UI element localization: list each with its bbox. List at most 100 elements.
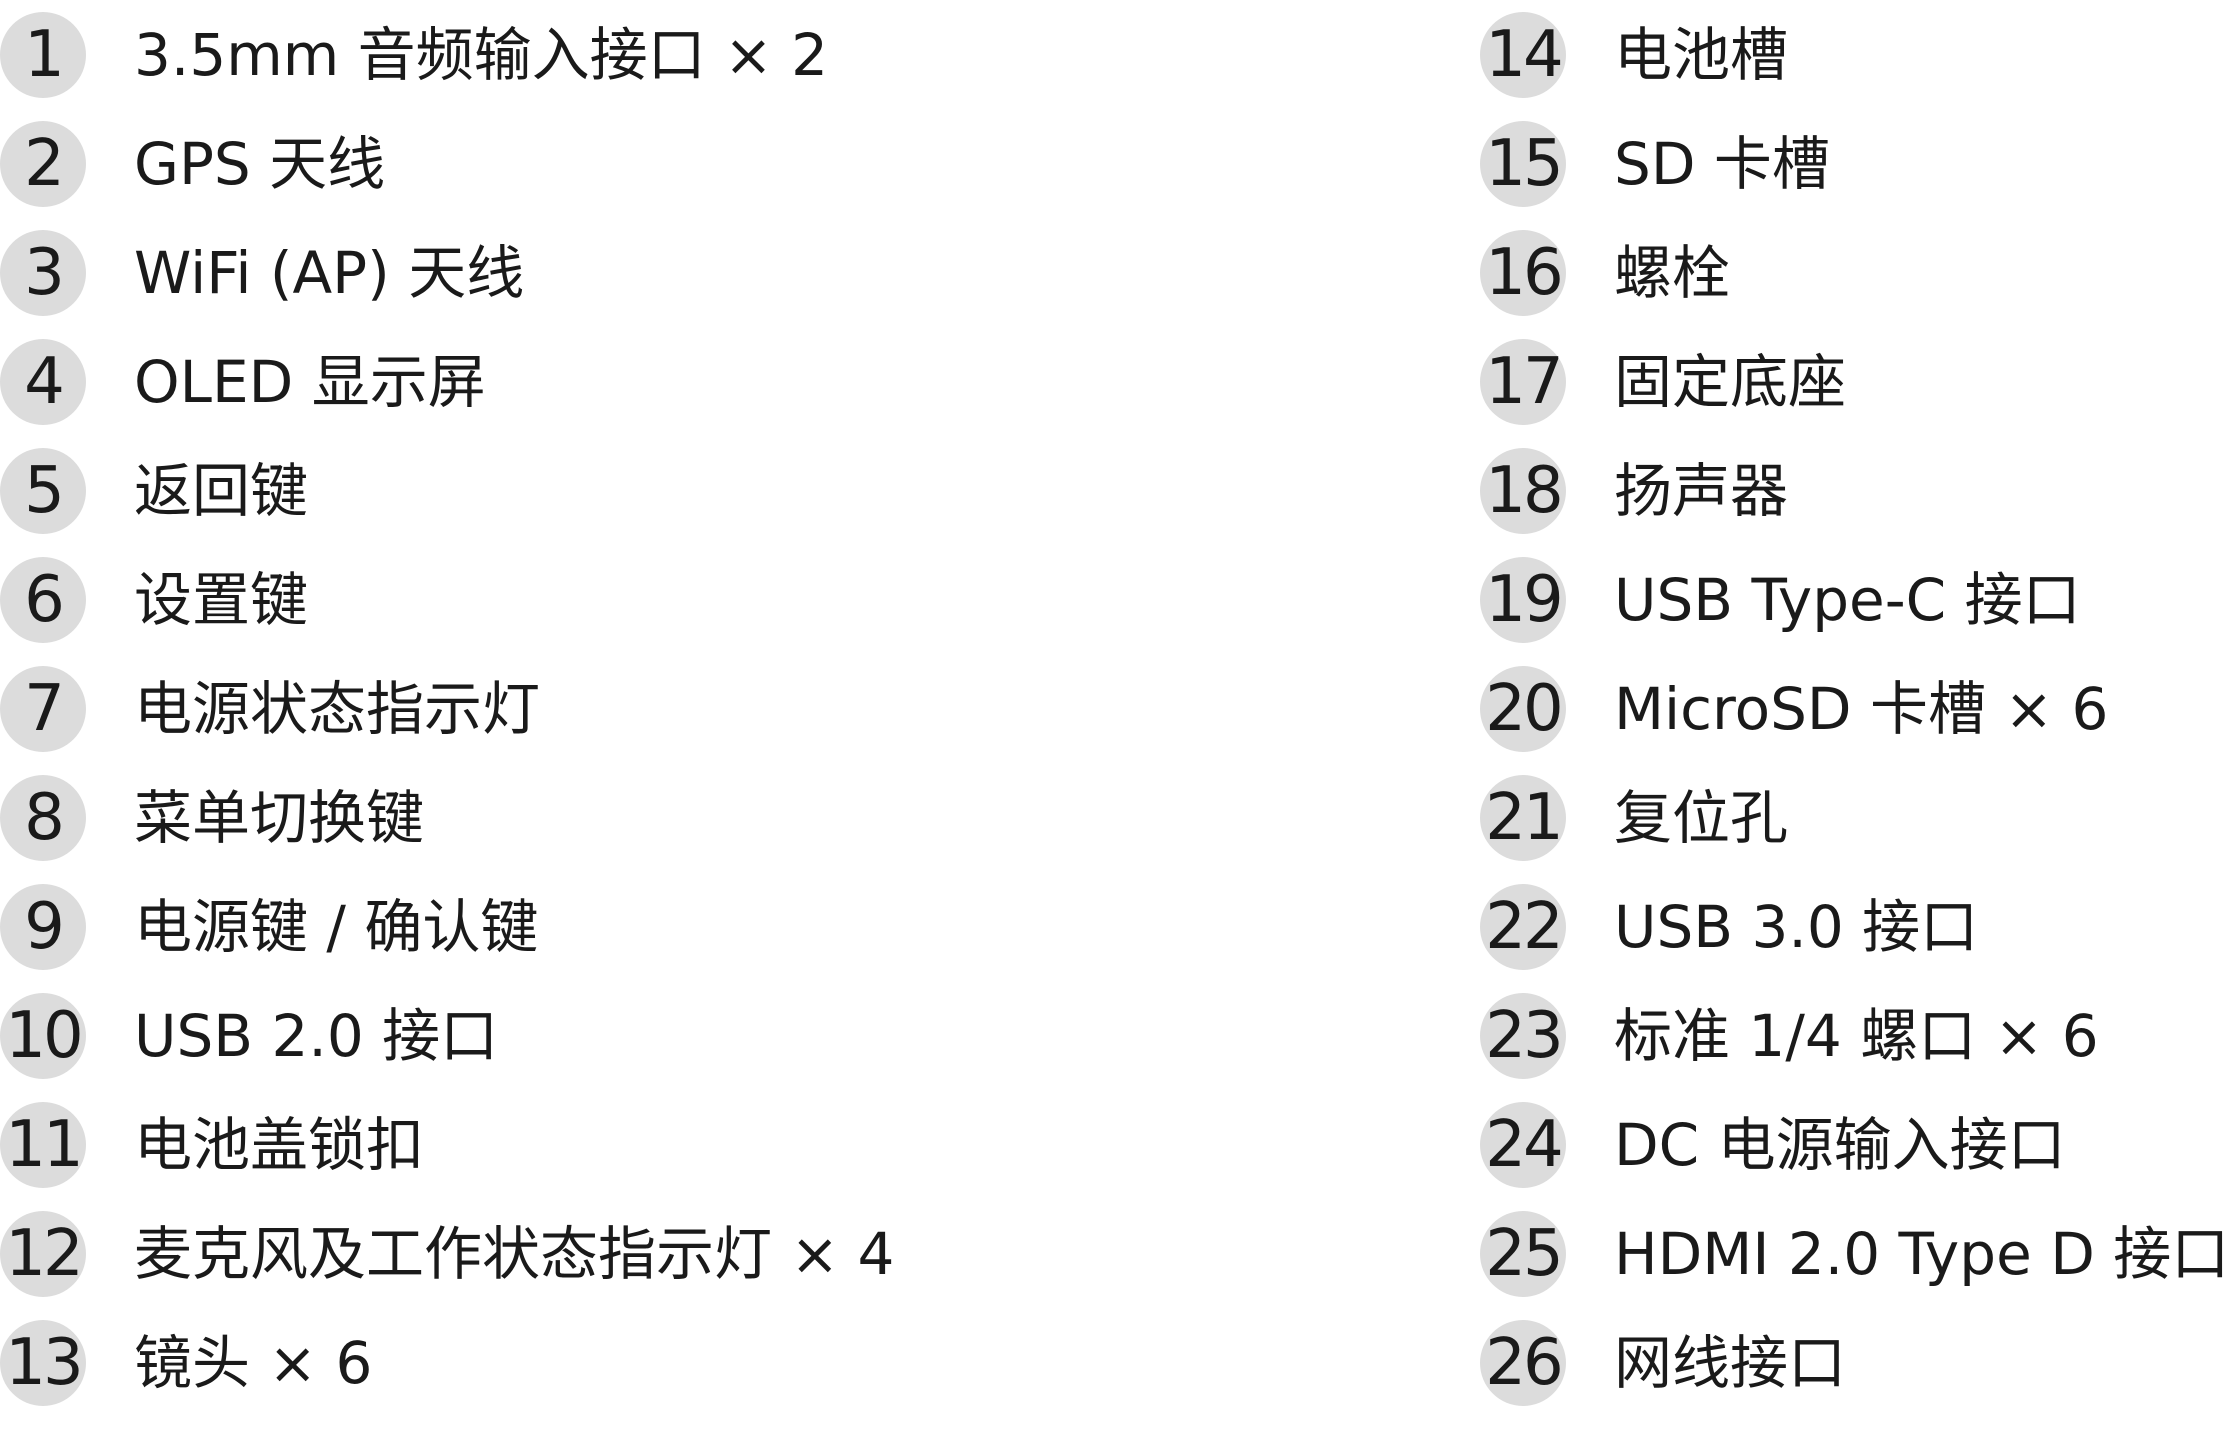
item-label: 麦克风及工作状态指示灯 × 4 [134, 1219, 895, 1288]
legend-item: 12 麦克风及工作状态指示灯 × 4 [0, 1199, 894, 1308]
number-badge: 7 [0, 665, 86, 752]
item-label: OLED 显示屏 [134, 347, 486, 416]
legend-column-left: 1 3.5mm 音频输入接口 × 2 2 GPS 天线 3 WiFi (AP) … [0, 0, 894, 1417]
item-number: 14 [1485, 17, 1563, 92]
number-badge: 11 [0, 1101, 86, 1188]
item-label: 电源状态指示灯 [134, 674, 541, 743]
item-label: 返回键 [134, 456, 309, 525]
item-label: 螺栓 [1614, 238, 1731, 307]
legend-item: 2 GPS 天线 [0, 109, 894, 218]
legend-item: 7 电源状态指示灯 [0, 654, 894, 763]
number-badge: 6 [0, 556, 86, 643]
item-label: 网线接口 [1614, 1328, 1847, 1397]
number-badge: 5 [0, 447, 86, 534]
legend-item: 24 DC 电源输入接口 [1480, 1090, 2229, 1199]
item-number: 10 [5, 998, 83, 1073]
number-badge: 22 [1480, 883, 1566, 970]
number-badge: 24 [1480, 1101, 1566, 1188]
item-number: 25 [1485, 1216, 1563, 1291]
legend-item: 22 USB 3.0 接口 [1480, 872, 2229, 981]
item-label: 镜头 × 6 [134, 1328, 373, 1397]
number-badge: 16 [1480, 229, 1566, 316]
number-badge: 23 [1480, 992, 1566, 1079]
item-number: 12 [5, 1216, 83, 1291]
number-badge: 1 [0, 11, 86, 98]
legend-item: 14 电池槽 [1480, 0, 2229, 109]
number-badge: 2 [0, 120, 86, 207]
item-label: GPS 天线 [134, 129, 386, 198]
item-label: 扬声器 [1614, 456, 1789, 525]
item-label: DC 电源输入接口 [1614, 1110, 2066, 1179]
item-label: 复位孔 [1614, 783, 1789, 852]
number-badge: 10 [0, 992, 86, 1079]
item-label: 电池槽 [1614, 20, 1789, 89]
number-badge: 25 [1480, 1210, 1566, 1297]
legend-item: 20 MicroSD 卡槽 × 6 [1480, 654, 2229, 763]
legend-item: 13 镜头 × 6 [0, 1308, 894, 1417]
item-number: 16 [1485, 235, 1563, 310]
item-number: 4 [24, 344, 65, 419]
item-number: 22 [1485, 889, 1563, 964]
legend-item: 8 菜单切换键 [0, 763, 894, 872]
number-badge: 8 [0, 774, 86, 861]
legend-item: 3 WiFi (AP) 天线 [0, 218, 894, 327]
item-label: 电源键 / 确认键 [134, 892, 539, 961]
item-number: 18 [1485, 453, 1563, 528]
number-badge: 9 [0, 883, 86, 970]
item-number: 19 [1485, 562, 1563, 637]
item-label: 标准 1/4 螺口 × 6 [1614, 1001, 2099, 1070]
item-label: 菜单切换键 [134, 783, 425, 852]
item-number: 17 [1485, 344, 1563, 419]
legend-item: 10 USB 2.0 接口 [0, 981, 894, 1090]
number-badge: 14 [1480, 11, 1566, 98]
item-number: 24 [1485, 1107, 1563, 1182]
item-number: 9 [24, 889, 65, 964]
item-label: SD 卡槽 [1614, 129, 1830, 198]
item-number: 11 [5, 1107, 83, 1182]
item-number: 20 [1485, 671, 1563, 746]
legend-item: 11 电池盖锁扣 [0, 1090, 894, 1199]
item-label: MicroSD 卡槽 × 6 [1614, 674, 2109, 743]
item-number: 15 [1485, 126, 1563, 201]
legend-item: 17 固定底座 [1480, 327, 2229, 436]
legend-item: 16 螺栓 [1480, 218, 2229, 327]
legend-column-right: 14 电池槽 15 SD 卡槽 16 螺栓 17 固定底座 18 扬声器 19 … [1480, 0, 2229, 1417]
legend-item: 21 复位孔 [1480, 763, 2229, 872]
item-number: 23 [1485, 998, 1563, 1073]
item-number: 26 [1485, 1325, 1563, 1400]
item-label: USB 2.0 接口 [134, 1001, 499, 1070]
item-number: 21 [1485, 780, 1563, 855]
number-badge: 15 [1480, 120, 1566, 207]
legend-item: 18 扬声器 [1480, 436, 2229, 545]
legend-item: 15 SD 卡槽 [1480, 109, 2229, 218]
item-number: 2 [24, 126, 65, 201]
legend-item: 5 返回键 [0, 436, 894, 545]
legend-item: 1 3.5mm 音频输入接口 × 2 [0, 0, 894, 109]
number-badge: 26 [1480, 1319, 1566, 1406]
number-badge: 17 [1480, 338, 1566, 425]
item-label: USB Type-C 接口 [1614, 565, 2081, 634]
item-number: 1 [24, 17, 65, 92]
item-label: WiFi (AP) 天线 [134, 238, 525, 307]
number-badge: 4 [0, 338, 86, 425]
number-badge: 19 [1480, 556, 1566, 643]
item-number: 6 [24, 562, 65, 637]
number-badge: 20 [1480, 665, 1566, 752]
item-number: 7 [24, 671, 65, 746]
legend-item: 25 HDMI 2.0 Type D 接口 [1480, 1199, 2229, 1308]
number-badge: 12 [0, 1210, 86, 1297]
item-number: 13 [5, 1325, 83, 1400]
legend-item: 23 标准 1/4 螺口 × 6 [1480, 981, 2229, 1090]
number-badge: 18 [1480, 447, 1566, 534]
item-label: 固定底座 [1614, 347, 1847, 416]
number-badge: 13 [0, 1319, 86, 1406]
number-badge: 21 [1480, 774, 1566, 861]
number-badge: 3 [0, 229, 86, 316]
legend-item: 6 设置键 [0, 545, 894, 654]
item-label: HDMI 2.0 Type D 接口 [1614, 1219, 2229, 1288]
legend-item: 4 OLED 显示屏 [0, 327, 894, 436]
item-number: 3 [24, 235, 65, 310]
item-label: USB 3.0 接口 [1614, 892, 1979, 961]
item-number: 8 [24, 780, 65, 855]
item-number: 5 [24, 453, 65, 528]
